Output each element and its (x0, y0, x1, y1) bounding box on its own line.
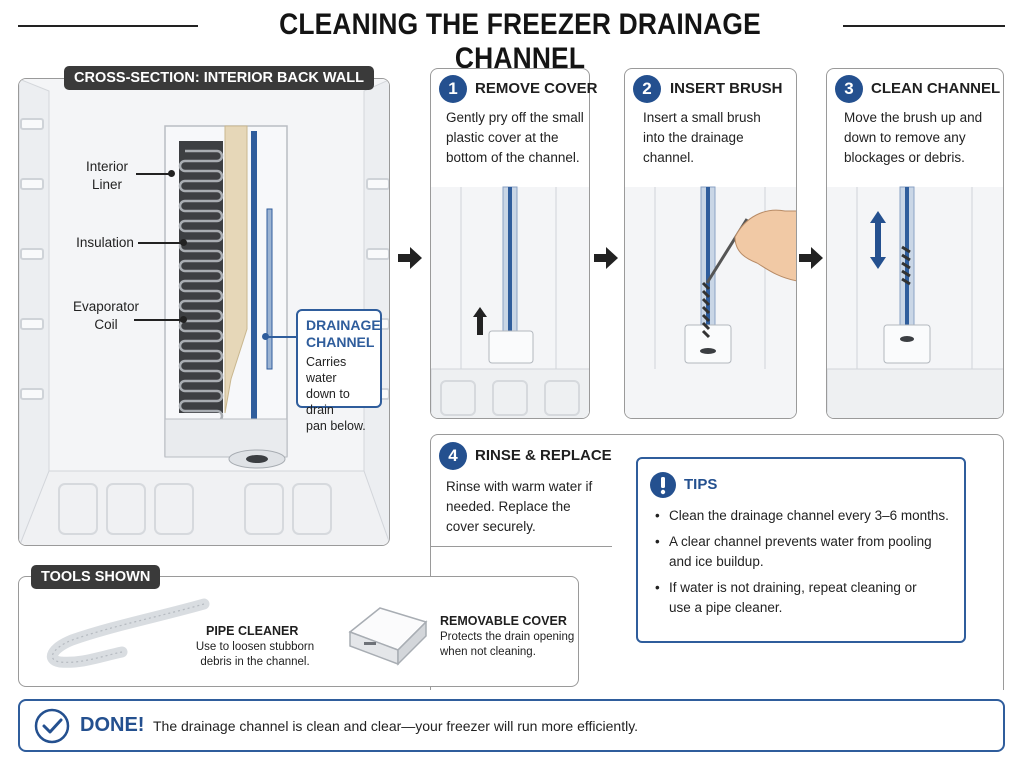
removable-cover-desc: Protects the drain opening when not clea… (440, 631, 575, 658)
step-4-divider (430, 546, 612, 548)
arrow-right-icon (594, 247, 618, 269)
step-2-illustration (625, 186, 796, 418)
exclamation-icon (650, 472, 676, 498)
removable-cover-name: REMOVABLE COVER (440, 614, 567, 628)
pipe-cleaner-icon (47, 598, 210, 668)
pipe-cleaner-name: PIPE CLEANER (206, 624, 299, 638)
arrow-right-icon (799, 247, 823, 269)
title-rule-left (18, 25, 198, 27)
step-1-number: 1 (439, 75, 467, 103)
page-title: CLEANING THE FREEZER DRAINAGE CHANNEL (279, 8, 761, 75)
step-3-title: CLEAN CHANNEL (871, 80, 1001, 97)
checkmark-icon (34, 708, 70, 744)
done-box (18, 699, 1005, 752)
tip-item: Clean the drainage channel every 3–6 mon… (655, 506, 959, 526)
insulation-leader (138, 242, 182, 244)
arrow-right-icon (398, 247, 422, 269)
step-4-panel (430, 434, 1004, 690)
step-1-title: REMOVE COVER (475, 80, 598, 97)
step-2-panel (624, 68, 797, 419)
step-2-desc: Insert a small brush into the drainage c… (643, 110, 761, 165)
step-1-desc: Gently pry off the small plastic cover a… (446, 110, 584, 165)
step-2-number: 2 (633, 75, 661, 103)
done-text: The drainage channel is clean and clear—… (153, 718, 639, 734)
step-1-illustration (431, 186, 589, 418)
step-4-title: RINSE & REPLACE (475, 447, 612, 464)
title-rule-right (843, 25, 1005, 27)
step-1-panel (430, 68, 590, 419)
evaporator-coil-leader (134, 319, 182, 321)
done-title: DONE! (80, 714, 145, 736)
drainage-channel-desc: Carries water down to drain pan below. (306, 355, 366, 433)
step-2-title: INSERT BRUSH (670, 80, 783, 97)
arrow-up-icon (473, 307, 487, 335)
tools-tag: TOOLS SHOWN (31, 565, 161, 589)
insulation-label: Insulation (76, 235, 134, 250)
insulation-leader-dot (180, 239, 187, 246)
removable-cover-icon (348, 607, 428, 666)
cross-section-tag: CROSS-SECTION: INTERIOR BACK WALL (64, 66, 374, 90)
evaporator-coil-leader-dot (180, 316, 187, 323)
tip-item: A clear channel prevents water from pool… (655, 532, 959, 572)
interior-liner-leader (136, 173, 172, 175)
drainage-leader (268, 336, 296, 338)
step-3-desc: Move the brush up and down to remove any… (844, 110, 983, 165)
step-3-number: 3 (835, 75, 863, 103)
drainage-channel-title: DRAINAGE CHANNEL (306, 317, 381, 350)
pipe-cleaner-desc: Use to loosen stubborn debris in the cha… (195, 641, 315, 668)
step-3-illustration (827, 186, 1003, 418)
arrow-updown-icon (870, 211, 886, 269)
step-3-panel (826, 68, 1004, 419)
evaporator-coil-label: Evaporator Coil (72, 299, 140, 332)
step-4-desc: Rinse with warm water if needed. Replace… (446, 479, 593, 534)
interior-liner-label: Interior Liner (85, 159, 129, 192)
drainage-leader-dot (262, 333, 269, 340)
tip-item: If water is not draining, repeat cleanin… (655, 578, 959, 618)
step-4-number: 4 (439, 442, 467, 470)
tips-title: TIPS (684, 476, 718, 493)
drainage-channel-callout: DRAINAGE CHANNEL Carries water down to d… (296, 309, 382, 433)
interior-liner-leader-dot (168, 170, 175, 177)
